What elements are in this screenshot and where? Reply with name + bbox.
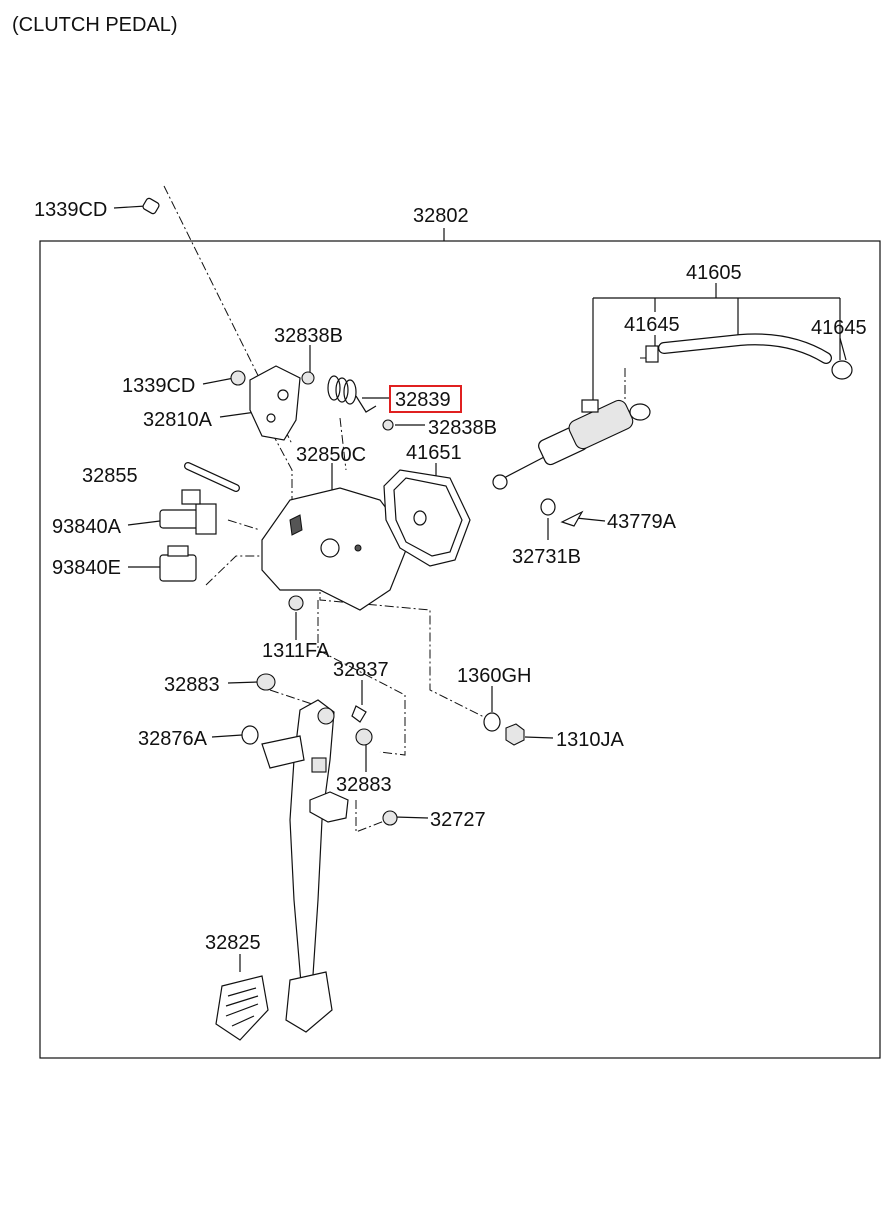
label-1311fa[interactable]: 1311FA xyxy=(262,640,330,662)
stopper-32876a-part xyxy=(241,725,259,745)
label-93840e[interactable]: 93840E xyxy=(52,557,121,579)
part-32839-highlight-box xyxy=(389,385,462,413)
clip-1339cd-top-part xyxy=(142,197,160,215)
label-32810a[interactable]: 32810A xyxy=(143,409,213,431)
label-41651[interactable]: 41651 xyxy=(406,442,462,464)
label-32838b-mid[interactable]: 32838B xyxy=(428,417,497,439)
washer-1360gh-part xyxy=(483,712,501,732)
bushing-32838b-mid-part xyxy=(382,419,394,431)
label-1339cd-top[interactable]: 1339CD xyxy=(34,199,107,221)
hose-41605-part xyxy=(645,333,853,380)
label-32855[interactable]: 32855 xyxy=(82,465,138,487)
label-32883-top[interactable]: 32883 xyxy=(164,674,220,696)
bushing-32883-mid-part xyxy=(355,728,373,746)
bushing-32883-top-part xyxy=(256,673,276,691)
label-1310ja[interactable]: 1310JA xyxy=(556,729,624,751)
label-41645-left[interactable]: 41645 xyxy=(624,314,680,336)
label-32850c[interactable]: 32850C xyxy=(296,444,366,466)
part-labels: 1339CD 32802 41605 41645 41645 32838B 13… xyxy=(34,199,867,954)
label-32727[interactable]: 32727 xyxy=(430,809,486,831)
bolt-1311fa-part xyxy=(288,595,304,611)
gasket-41651-part xyxy=(383,469,471,567)
label-32883-mid[interactable]: 32883 xyxy=(336,774,392,796)
master-cylinder-part xyxy=(492,399,651,490)
label-41645-right[interactable]: 41645 xyxy=(811,317,867,339)
diagram-title: (CLUTCH PEDAL) xyxy=(12,14,178,36)
bushing-32838b-top-part xyxy=(301,371,315,385)
label-1339cd-mid[interactable]: 1339CD xyxy=(122,375,195,397)
label-93840a[interactable]: 93840A xyxy=(52,516,122,538)
spring-32839-part xyxy=(327,375,377,413)
label-41605[interactable]: 41605 xyxy=(686,262,742,284)
label-32802[interactable]: 32802 xyxy=(413,205,469,227)
assembly-frame xyxy=(39,240,881,1059)
label-32731b[interactable]: 32731B xyxy=(512,546,581,568)
label-32876a[interactable]: 32876A xyxy=(138,728,208,750)
switch-93840a-part xyxy=(159,489,217,535)
label-43779a[interactable]: 43779A xyxy=(607,511,677,533)
nut-1310ja-part xyxy=(505,723,525,746)
nut-1339cd-mid-part xyxy=(230,370,246,386)
clip-32837-part xyxy=(351,705,367,723)
pedal-pad-plate-part xyxy=(285,971,333,1033)
pedal-bracket-32850c-part xyxy=(261,487,411,611)
washer-32731b-part xyxy=(540,498,556,516)
nut-32727-part xyxy=(382,810,398,826)
clip-43779a-part xyxy=(560,510,584,527)
pedal-arm-part xyxy=(261,699,349,996)
label-1360gh[interactable]: 1360GH xyxy=(457,665,532,687)
label-32837[interactable]: 32837 xyxy=(333,659,389,681)
leader-lines xyxy=(113,205,847,972)
bracket-32810a-part xyxy=(249,365,301,441)
pushrod-32855-part xyxy=(184,462,240,492)
label-32839[interactable]: 32839 xyxy=(395,389,451,411)
label-32838b-top[interactable]: 32838B xyxy=(274,325,343,347)
label-32825[interactable]: 32825 xyxy=(205,932,261,954)
pedal-pad-32825-part xyxy=(215,975,269,1041)
switch-93840e-part xyxy=(159,545,197,582)
